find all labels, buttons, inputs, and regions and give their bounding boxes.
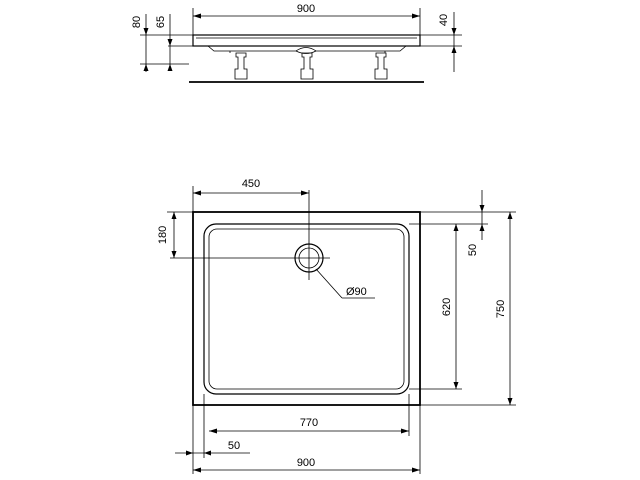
side-height-total-label: 80 [131, 16, 143, 28]
dim-side-width: 900 [192, 3, 421, 36]
tray-side-profile [192, 34, 421, 54]
inner-length-label: 620 [441, 298, 453, 316]
dim-right: 50 620 750 [409, 190, 516, 406]
tray-outline [192, 211, 421, 406]
side-width-label: 900 [297, 3, 315, 15]
tray-feet [234, 52, 388, 80]
rim-top-label: 50 [467, 244, 479, 256]
tray-basin-inner [208, 228, 405, 390]
tray-basin-outer [203, 223, 410, 395]
side-rim-label: 40 [438, 14, 450, 26]
top-view: Ø90 450 180 50 6 [157, 178, 516, 474]
inner-width-label: 770 [300, 417, 318, 429]
side-height-tray-label: 65 [155, 16, 167, 28]
dim-bottom: 770 50 900 [175, 394, 421, 474]
drain-offset-x-label: 450 [242, 178, 260, 190]
side-view: 900 80 65 [131, 3, 462, 83]
dim-drain-offset-y: 180 [157, 211, 193, 258]
dim-drain-offset-x: 450 [192, 178, 309, 212]
dim-side-heights: 80 65 [131, 14, 193, 72]
dim-side-rim: 40 [420, 12, 462, 72]
rim-side-label: 50 [228, 440, 240, 452]
drain-offset-y-label: 180 [157, 226, 169, 244]
drain-diameter-label: Ø90 [346, 286, 367, 298]
drain: Ø90 [170, 190, 375, 299]
overall-width-label: 900 [297, 457, 315, 469]
overall-length-label: 750 [495, 300, 507, 318]
